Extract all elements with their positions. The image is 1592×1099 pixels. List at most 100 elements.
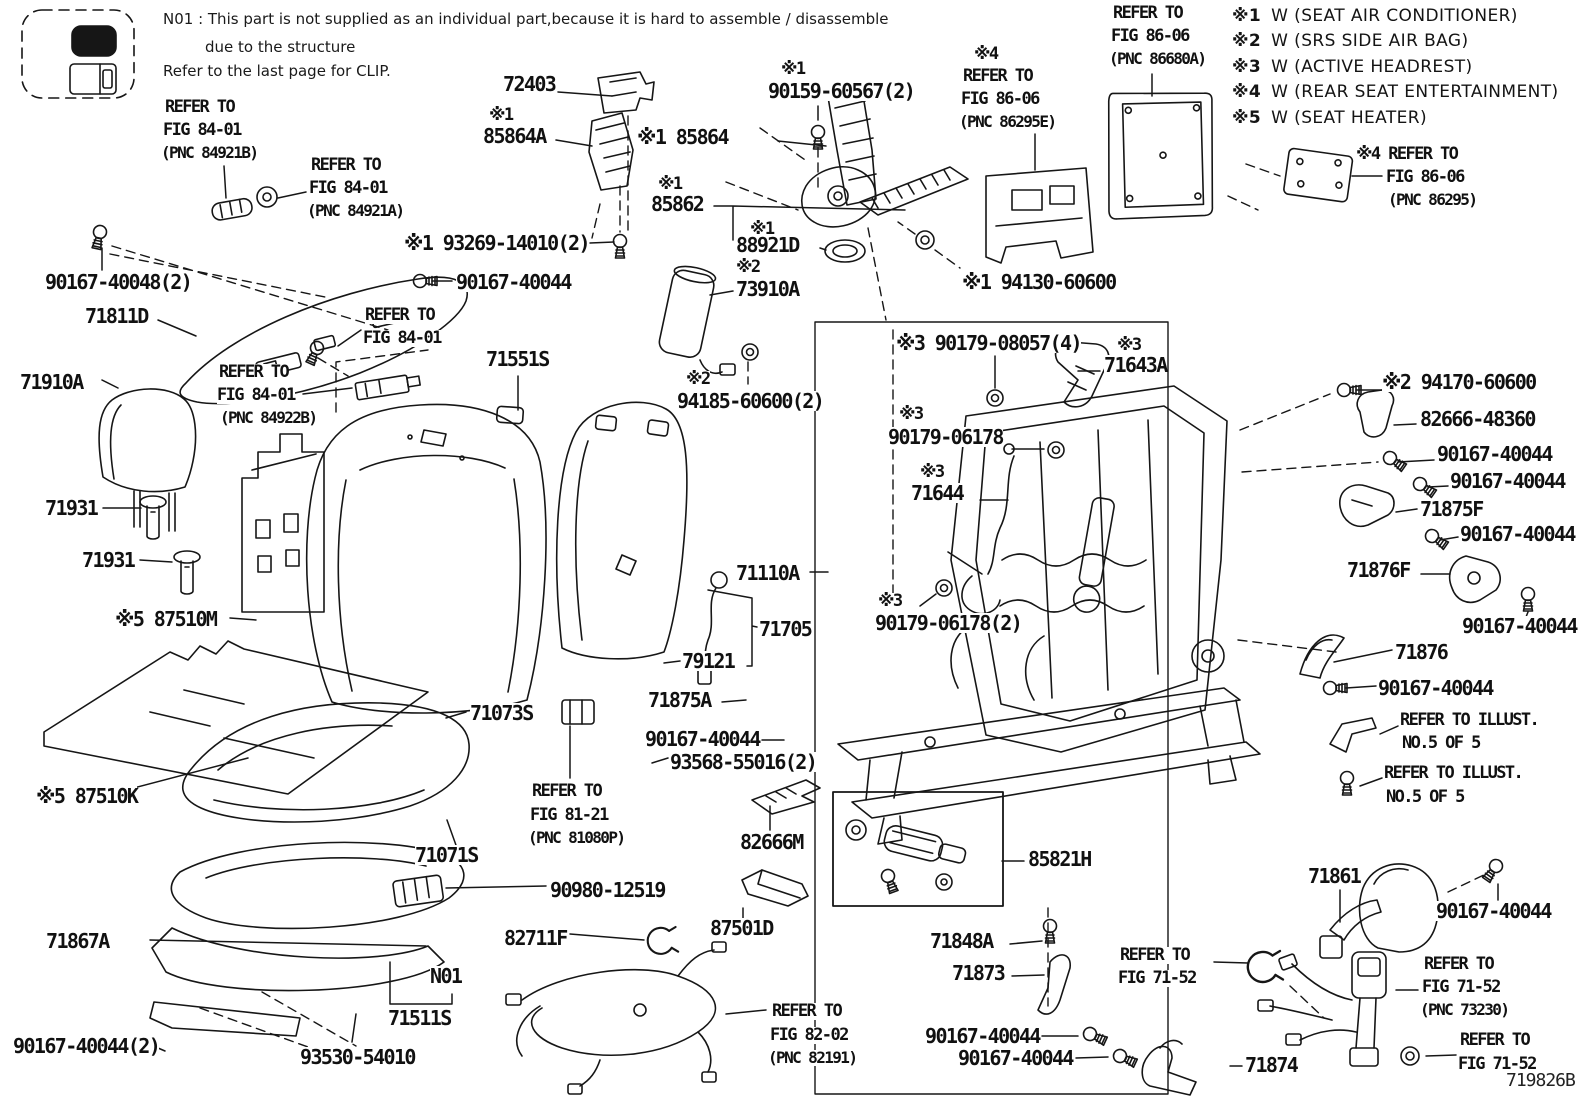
- part-label: REFER TO: [1120, 945, 1191, 965]
- part-label: ※1 93269-14010(2): [404, 231, 591, 255]
- part-label: 71110A: [736, 561, 800, 585]
- legend-text: W (SRS SIDE AIR BAG): [1271, 31, 1469, 52]
- headrest-sketch: [98, 388, 197, 532]
- part-label: REFER TO: [1424, 954, 1495, 974]
- part-label: 87501D: [710, 916, 774, 940]
- part-label: 71511S: [388, 1006, 452, 1030]
- part-label: (PNC 82191): [768, 1048, 858, 1067]
- part-label: 71861: [1308, 864, 1362, 888]
- legend-marker: ※2: [1232, 31, 1262, 52]
- part-label: 71073S: [470, 701, 534, 725]
- part-label: FIG 84-01: [309, 178, 388, 198]
- part-label: REFER TO: [1460, 1030, 1531, 1050]
- part-label: (PNC 84922B): [220, 408, 318, 427]
- diagram-code: 719826B: [1506, 1070, 1576, 1091]
- back-panel-sketch: [1107, 92, 1354, 220]
- part-label: FIG 81-21: [530, 805, 609, 825]
- part-label: 71910A: [20, 370, 84, 394]
- part-label: 90167-40044: [1460, 522, 1576, 546]
- part-label: 71867A: [46, 929, 110, 953]
- part-label: ※1: [750, 219, 775, 239]
- part-label: 71811D: [85, 304, 149, 328]
- switch-parts-sketch: [211, 186, 421, 401]
- part-label: FIG 86-06: [1111, 26, 1190, 46]
- part-label: 71875A: [648, 688, 712, 712]
- part-label: (PNC 73230): [1420, 1000, 1510, 1019]
- part-label: 90179-06178(2): [875, 611, 1023, 635]
- part-label: 71873: [952, 961, 1006, 985]
- part-label: 82666M: [740, 830, 804, 854]
- assembly-note-line1: N01 : This part is not supplied as an in…: [163, 10, 889, 28]
- part-label: 90167-40048(2): [45, 270, 193, 294]
- legend-text: W (SEAT AIR CONDITIONER): [1271, 6, 1518, 26]
- part-label: 71644: [911, 481, 965, 505]
- cushion-lower-sketch: [149, 841, 465, 1037]
- part-label: (PNC 86295E): [959, 112, 1057, 131]
- part-label: 71551S: [486, 347, 550, 371]
- part-label: 82666-48360: [1420, 407, 1536, 431]
- part-label: REFER TO: [365, 305, 436, 325]
- part-label: 71874: [1245, 1053, 1299, 1077]
- seat-frame-sketch: [837, 385, 1261, 845]
- part-label: FIG 71-52: [1118, 968, 1197, 988]
- leader-lines: [101, 73, 1529, 1067]
- part-label: 90159-60567(2): [768, 79, 916, 103]
- part-label: ※1 85864: [637, 125, 730, 149]
- part-label: 71705: [759, 617, 813, 641]
- part-label: 71876: [1395, 640, 1449, 664]
- connector-parts-sketch: [392, 699, 821, 955]
- part-label: FIG 86-06: [961, 89, 1040, 109]
- part-label: FIG 71-52: [1458, 1054, 1537, 1074]
- part-label: REFER TO: [219, 362, 290, 382]
- seatback-board-sketch: [241, 433, 325, 613]
- assembly-dashed-lines: [109, 115, 1487, 1061]
- part-label: FIG 86-06: [1386, 167, 1465, 187]
- frame-box-outline: [814, 321, 1169, 1095]
- part-label: ※1: [658, 174, 683, 194]
- part-label: 90167-40044: [645, 727, 761, 751]
- part-label: 90167-40044: [1450, 469, 1566, 493]
- part-label: REFER TO: [311, 155, 382, 175]
- part-label: 71875F: [1420, 497, 1484, 521]
- part-label: 82711F: [504, 926, 568, 950]
- part-label: ※3: [878, 591, 903, 611]
- part-label: (PNC 81080P): [528, 828, 626, 847]
- part-label: 71848A: [930, 929, 994, 953]
- part-label: (PNC 84921A): [307, 201, 405, 220]
- part-label: ※4 REFER TO: [1356, 144, 1459, 164]
- assembly-note-line3: Refer to the last page for CLIP.: [163, 62, 391, 80]
- part-label: 90167-40044: [1437, 442, 1553, 466]
- part-label: 90167-40044: [925, 1024, 1041, 1048]
- seatback-cover-sketch: [305, 403, 547, 714]
- part-label: REFER TO: [963, 66, 1034, 86]
- part-label: ※3: [920, 462, 945, 482]
- part-label: 85821H: [1028, 847, 1092, 871]
- part-label: ※1: [781, 59, 806, 79]
- armrest-sketch: [1319, 856, 1506, 959]
- part-label: 90167-40044: [1462, 614, 1578, 638]
- right-fastener-sketch: [1299, 382, 1536, 796]
- cushion-cover-sketch: [182, 702, 470, 823]
- part-label: 71931: [45, 496, 99, 520]
- seatback-cover2-sketch: [555, 401, 688, 660]
- part-label: 71931: [82, 548, 136, 572]
- part-label: REFER TO: [1113, 3, 1184, 23]
- legend-text: W (ACTIVE HEADREST): [1271, 56, 1473, 77]
- part-label: NO.5 OF 5: [1402, 733, 1481, 753]
- part-label: ※2: [686, 369, 711, 389]
- wire-harness-sketch: [505, 941, 727, 1095]
- headrest-support-sketch: [139, 495, 201, 595]
- legend-text: W (SEAT HEATER): [1271, 107, 1428, 128]
- part-label: REFER TO ILLUST.: [1384, 763, 1524, 783]
- part-label: 90167-40044(2): [13, 1034, 161, 1058]
- part-label: 71643A: [1104, 353, 1168, 377]
- part-label: FIG 84-01: [363, 328, 442, 348]
- assembly-note-line2: due to the structure: [205, 38, 356, 56]
- part-label: ※1: [489, 105, 514, 125]
- legend-marker: ※4: [1232, 82, 1262, 103]
